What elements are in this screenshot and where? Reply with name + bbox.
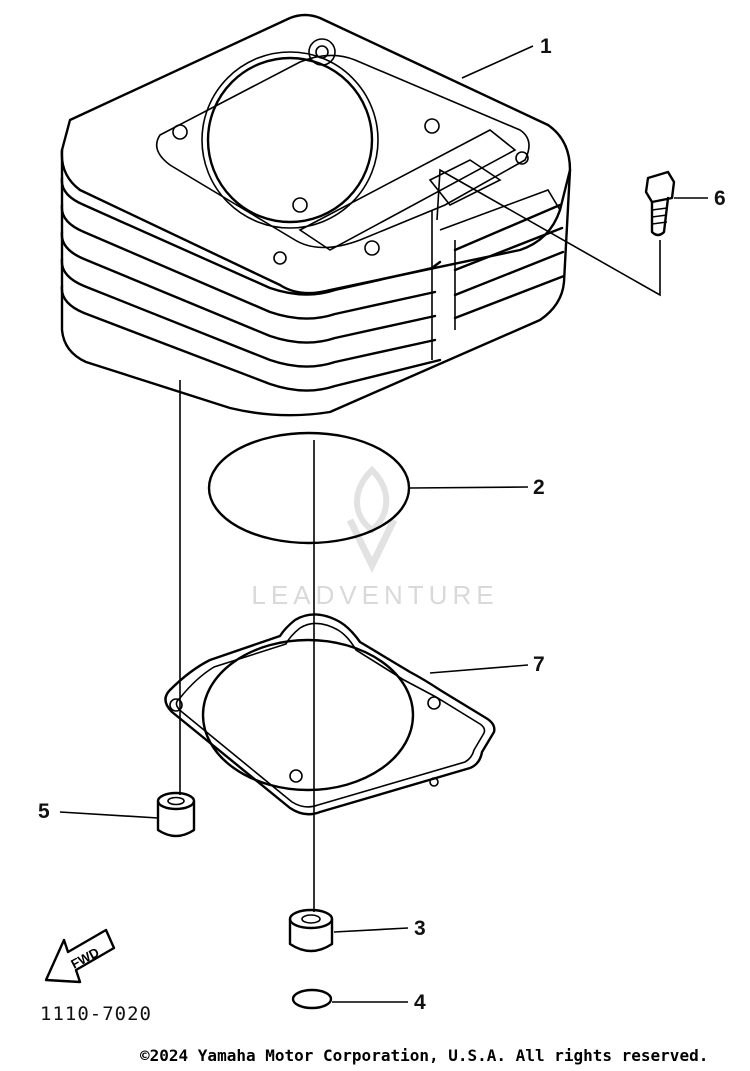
dowel-pin-part-left[interactable] [156, 791, 196, 838]
dowel-pin-part-center[interactable] [288, 908, 334, 953]
o-ring-part[interactable] [207, 431, 411, 545]
callout-4: 4 [414, 991, 426, 1014]
watermark-text: LEADVENTURE [251, 580, 498, 610]
base-gasket-part[interactable] [164, 613, 496, 816]
callout-1: 1 [540, 35, 552, 58]
cylinder-part[interactable] [60, 13, 572, 417]
callout-5: 5 [38, 800, 50, 823]
callout-2: 2 [533, 476, 545, 499]
bolt-locator-line [436, 168, 661, 297]
leader-line-7 [429, 664, 529, 674]
leader-line-2 [409, 486, 529, 489]
leader-line-1 [461, 45, 534, 79]
leader-line-5 [59, 811, 159, 819]
small-o-ring-part[interactable] [291, 988, 333, 1010]
leader-line-3 [333, 927, 409, 933]
copyright-notice: ©2024 Yamaha Motor Corporation, U.S.A. A… [140, 1046, 709, 1065]
callout-3: 3 [414, 917, 426, 940]
diagram-code: 1110-7020 [40, 1003, 152, 1025]
bolt-part[interactable] [644, 170, 676, 237]
callout-6: 6 [714, 187, 726, 210]
fwd-arrow-icon: FWD [44, 928, 116, 984]
watermark: LEADVENTURE [251, 465, 498, 610]
callout-7: 7 [533, 653, 545, 676]
